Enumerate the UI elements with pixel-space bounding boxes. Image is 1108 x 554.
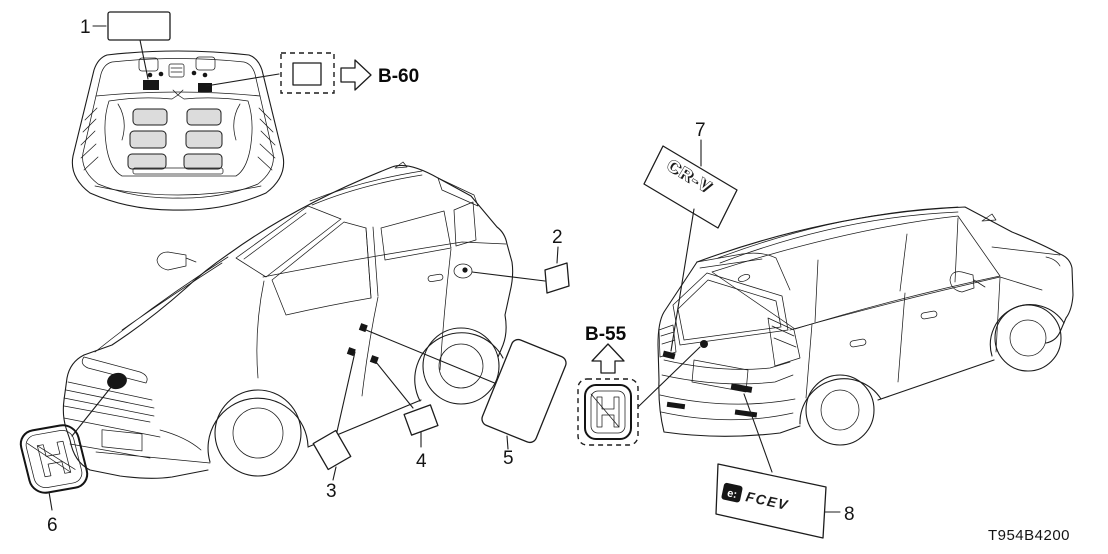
rear-door-handle	[427, 273, 444, 283]
callout-6-number[interactable]: 6	[47, 515, 58, 536]
callout-1-number[interactable]: 1	[80, 17, 91, 38]
b60-dashed-box	[280, 52, 335, 94]
b55-leader	[637, 346, 701, 408]
hood-caution-label-location	[143, 80, 159, 90]
label-4-placard	[403, 404, 439, 436]
callout-1-leader	[139, 39, 149, 80]
honda-h-emblem-rear-icon	[584, 384, 632, 440]
honda-h-emblem-front-icon	[19, 424, 89, 494]
callout-7-number[interactable]: 7	[695, 120, 706, 141]
crv-emblem-plate	[643, 145, 738, 229]
diagram-part-number: T954B4200	[988, 527, 1070, 544]
callout-2[interactable]: 2	[471, 227, 570, 294]
callout-8[interactable]: e: FCEV 8	[715, 393, 855, 539]
front-h-emblem-location	[107, 372, 127, 390]
license-plate-area	[101, 429, 143, 452]
hood-service-label-location	[198, 83, 212, 92]
side-mirror	[156, 251, 197, 271]
callout-7[interactable]: 7 CR-V CR-V	[643, 120, 738, 352]
b60-text[interactable]: B-60	[378, 66, 419, 87]
rear-vehicle-drawing	[657, 206, 1074, 446]
callout-5[interactable]: 5	[365, 329, 568, 469]
headlight	[81, 356, 148, 384]
efcev-prefix-text: e:	[726, 487, 738, 501]
callout-2-number[interactable]: 2	[552, 227, 563, 248]
front-vehicle-drawing	[62, 161, 514, 479]
callout-7-leader	[670, 208, 695, 352]
callout-2-leader	[471, 271, 546, 282]
callout-4-number[interactable]: 4	[416, 451, 427, 472]
label-1-blank-placard	[107, 11, 171, 41]
license-plate-recess	[691, 359, 749, 393]
callout-6-leader	[71, 385, 113, 437]
fuel-label-location	[462, 267, 468, 273]
hood-underside-drawing	[71, 50, 285, 211]
callout-3[interactable]: 3	[312, 351, 356, 502]
rear-h-emblem-location	[700, 340, 708, 348]
callout-4[interactable]: 4	[375, 361, 439, 472]
taillight-right	[767, 317, 801, 367]
door-jamb-label-location-b	[346, 347, 356, 357]
rear-door-handle	[920, 310, 938, 320]
efcev-badge-plate	[715, 463, 827, 539]
callout-3-leader	[335, 351, 356, 437]
b55-text[interactable]: B-55	[585, 324, 627, 345]
side-mirror	[949, 271, 986, 293]
reference-b55[interactable]: B-55	[577, 324, 701, 446]
up-block-arrow-icon	[591, 343, 625, 374]
callout-8-leader	[743, 393, 773, 473]
crv-emblem-location	[662, 350, 676, 360]
callout-5-number[interactable]: 5	[503, 448, 514, 469]
callout-1[interactable]: 1	[80, 11, 171, 80]
label-2-placard	[544, 262, 570, 294]
fuel-filler-door	[453, 263, 473, 279]
callout-3-number[interactable]: 3	[326, 481, 337, 502]
b55-dashed-box	[577, 378, 639, 446]
label-3-placard	[312, 429, 352, 471]
front-door-handle	[849, 338, 867, 348]
callout-4-leader	[375, 361, 414, 409]
door-jamb-label-location-c	[369, 355, 379, 365]
efcev-badge-location	[730, 383, 753, 393]
reference-b60[interactable]: B-60	[205, 52, 419, 94]
callout-6[interactable]: 6	[18, 385, 113, 536]
door-jamb-label-location-a	[358, 323, 368, 333]
b60-label-placard	[292, 62, 322, 86]
label-5-placard	[481, 338, 567, 444]
callout-8-number[interactable]: 8	[844, 504, 855, 525]
b60-leader	[205, 73, 280, 87]
right-block-arrow-icon	[340, 59, 372, 91]
callout-5-leader	[365, 329, 498, 385]
